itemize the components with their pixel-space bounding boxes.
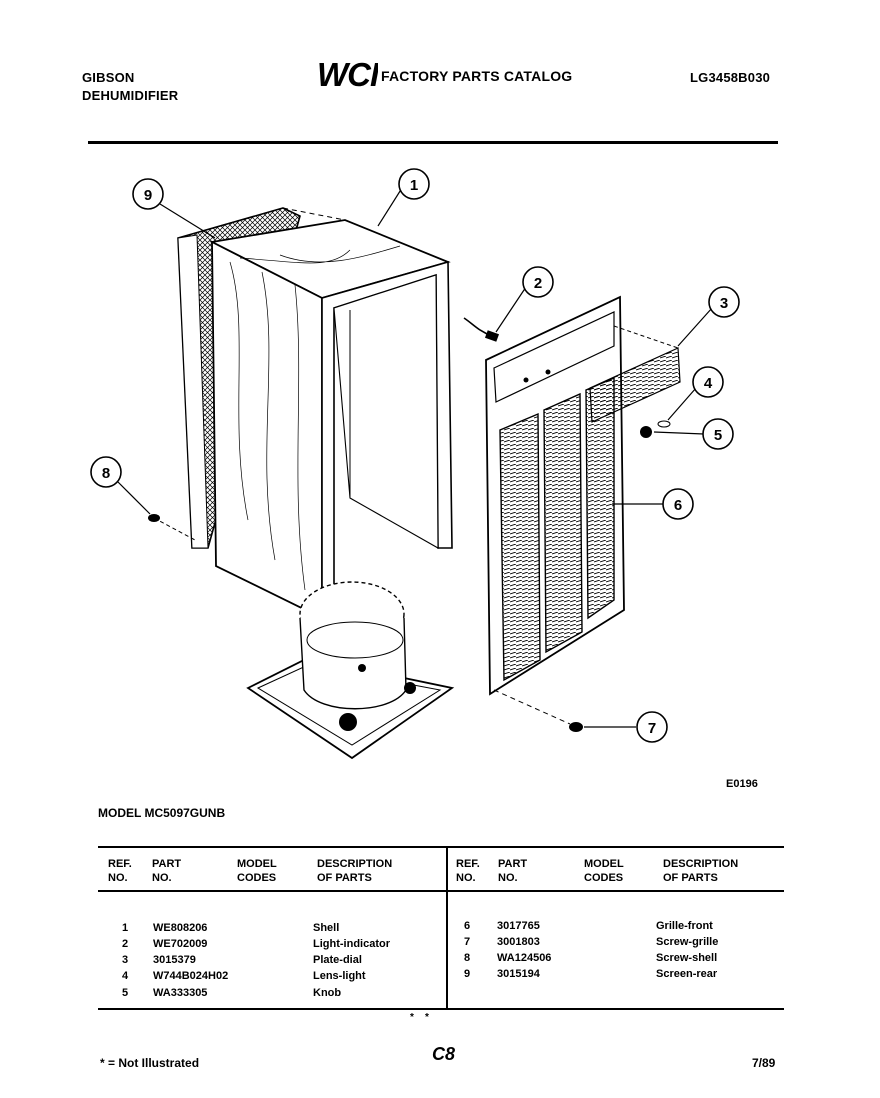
table-top-rule bbox=[98, 846, 784, 848]
indicator-light bbox=[463, 317, 500, 342]
table-center-divider bbox=[446, 846, 448, 1010]
wci-logo-mark: WCI bbox=[317, 56, 381, 93]
svg-text:7: 7 bbox=[648, 720, 656, 737]
svg-text:2: 2 bbox=[534, 275, 542, 292]
lens-light-and-knob bbox=[640, 420, 671, 438]
base-and-compressor bbox=[246, 581, 455, 760]
shell bbox=[209, 207, 453, 620]
wci-logo: WCI bbox=[316, 56, 381, 93]
revision-date: 7/89 bbox=[752, 1056, 776, 1070]
grille-screw bbox=[493, 689, 583, 732]
scan-marks: * * bbox=[410, 1012, 429, 1023]
header-rule bbox=[88, 141, 778, 144]
callout-9: 9 bbox=[132, 178, 164, 210]
table-bottom-rule bbox=[98, 1008, 784, 1010]
svg-text:1: 1 bbox=[410, 177, 418, 194]
wci-logo-text: WCI bbox=[317, 58, 378, 90]
header-ref-no-right: REF.NO. bbox=[456, 858, 480, 884]
svg-text:3: 3 bbox=[720, 295, 728, 312]
callout-8: 8 bbox=[90, 456, 122, 488]
callout-1: 1 bbox=[398, 168, 430, 200]
callout-7: 7 bbox=[636, 711, 668, 743]
svg-text:4: 4 bbox=[704, 375, 713, 392]
svg-text:8: 8 bbox=[102, 465, 110, 482]
callout-5: 5 bbox=[702, 418, 734, 450]
svg-text:9: 9 bbox=[144, 187, 152, 204]
brand-name: GIBSON bbox=[82, 70, 135, 85]
catalog-number: LG3458B030 bbox=[690, 70, 771, 85]
catalog-title: FACTORY PARTS CATALOG bbox=[381, 68, 573, 84]
callout-4: 4 bbox=[692, 366, 724, 398]
header-ref-no-left: REF.NO. bbox=[108, 858, 132, 884]
callout-2: 2 bbox=[522, 266, 554, 298]
callout-3: 3 bbox=[708, 286, 740, 318]
product-name: DEHUMIDIFIER bbox=[82, 88, 179, 103]
svg-text:6: 6 bbox=[674, 497, 682, 514]
model-line: MODEL MC5097GUNB bbox=[98, 806, 226, 820]
footnote-not-illustrated: * = Not Illustrated bbox=[100, 1056, 200, 1070]
dial-plate bbox=[589, 325, 681, 423]
svg-text:5: 5 bbox=[714, 427, 722, 444]
leader-lines bbox=[115, 187, 713, 728]
front-grille bbox=[485, 295, 625, 696]
page-code: C8 bbox=[432, 1044, 456, 1064]
table-header-rule bbox=[98, 890, 784, 892]
exploded-parts-diagram: 1 2 3 4 5 6 7 8 9 bbox=[90, 168, 740, 760]
drawing-code: E0196 bbox=[726, 778, 758, 790]
shell-screw bbox=[148, 514, 196, 541]
callout-6: 6 bbox=[662, 488, 694, 520]
